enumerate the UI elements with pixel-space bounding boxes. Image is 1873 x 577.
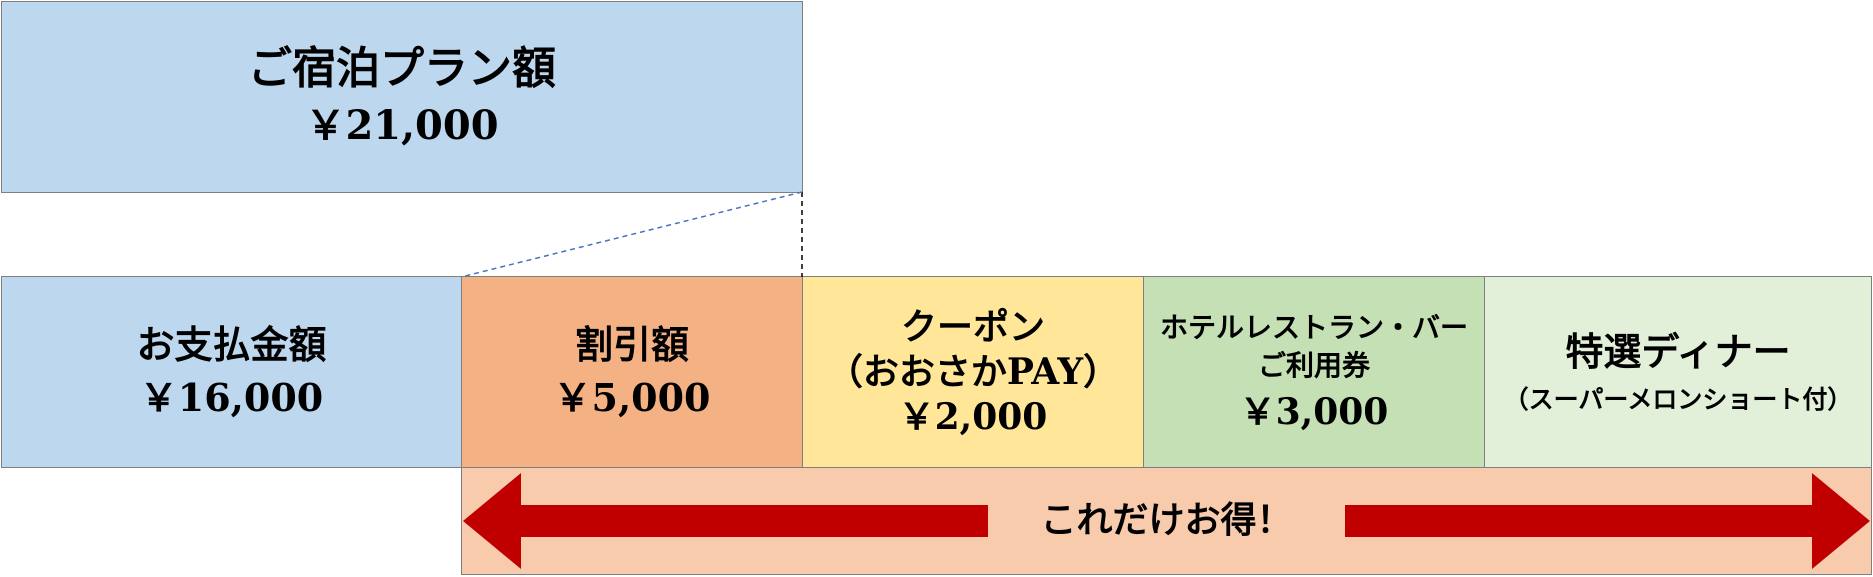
special-dinner-box: 特選ディナー （スーパーメロンショート付）: [1484, 276, 1872, 468]
dashed-diagonal-guide: [460, 191, 803, 278]
hotel-voucher-label-line2: ご利用券: [1257, 348, 1370, 382]
coupon-label: クーポン: [900, 305, 1045, 348]
plan-amount-value: ￥21,000: [305, 102, 499, 150]
hotel-voucher-label-line1: ホテルレストラン・バー: [1159, 310, 1468, 344]
savings-label: これだけお得！: [1040, 499, 1293, 542]
discount-amount-value: ￥5,000: [553, 375, 711, 421]
right-arrow-icon: [1345, 473, 1870, 569]
coupon-box: クーポン （おおさかPAY） ￥2,000: [802, 276, 1144, 468]
plan-amount-box: ご宿泊プラン額 ￥21,000: [1, 1, 803, 193]
left-arrow-icon: [463, 473, 988, 569]
hotel-voucher-amount-value: ￥3,000: [1239, 391, 1389, 434]
coupon-sublabel: （おおさかPAY）: [826, 350, 1120, 393]
payment-amount-value: ￥16,000: [139, 375, 324, 421]
special-dinner-sublabel: （スーパーメロンショート付）: [1503, 384, 1853, 414]
payment-amount-label: お支払金額: [136, 322, 327, 368]
special-dinner-label: 特選ディナー: [1565, 329, 1791, 375]
plan-amount-label: ご宿泊プラン額: [248, 42, 556, 94]
coupon-amount-value: ￥2,000: [898, 395, 1048, 438]
double-arrow-icon: [463, 473, 1870, 569]
hotel-voucher-box: ホテルレストラン・バー ご利用券 ￥3,000: [1143, 276, 1485, 468]
payment-amount-box: お支払金額 ￥16,000: [1, 276, 462, 468]
discount-amount-box: 割引額 ￥5,000: [461, 276, 803, 468]
discount-amount-label: 割引額: [574, 322, 689, 368]
